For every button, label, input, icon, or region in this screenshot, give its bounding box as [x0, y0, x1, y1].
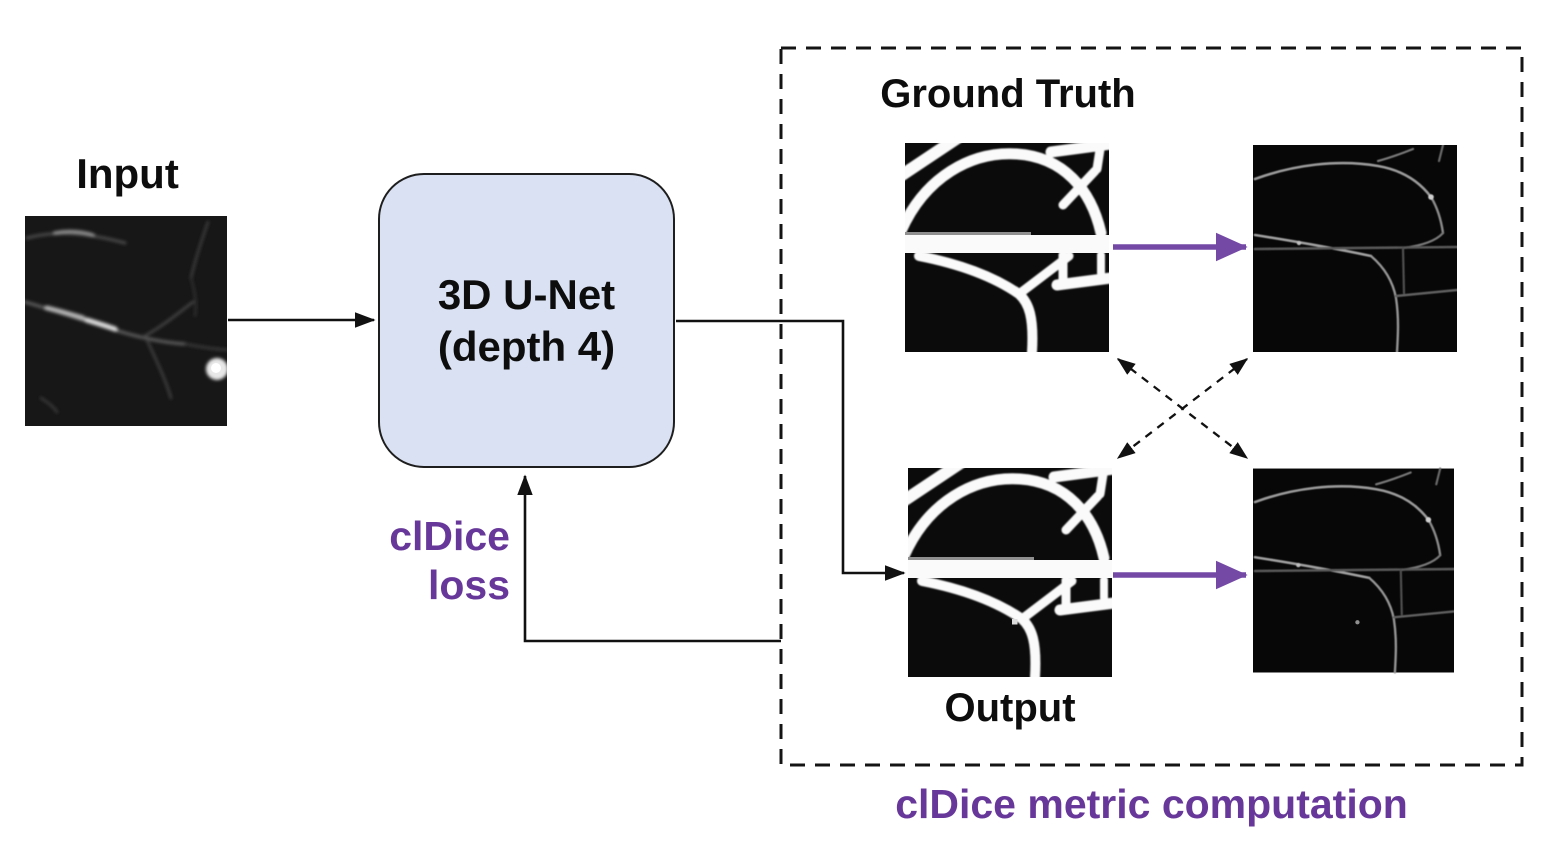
arrow-cross-output-to-gt — [1116, 358, 1249, 459]
input-label: Input — [76, 150, 179, 197]
ground-truth-skeleton-image — [1253, 145, 1457, 352]
unet-label-line2: (depth 4) — [437, 322, 616, 370]
arrow-cross-gt-to-output — [1116, 358, 1249, 459]
arrow-unet-to-output — [676, 319, 906, 581]
arrow-cldice-loss-feedback — [517, 474, 781, 643]
output-skeleton-image — [1253, 466, 1454, 677]
unet-label-line1: 3D U-Net — [437, 270, 616, 318]
cldice-loss-line1: clDice — [389, 513, 510, 559]
cldice-metric-caption: clDice metric computation — [895, 781, 1408, 827]
output-mask-image — [908, 468, 1112, 677]
unet-box: 3D U-Net (depth 4) — [378, 173, 675, 468]
cldice-loss-line2: loss — [427, 562, 510, 608]
ground-truth-label: Ground Truth — [880, 72, 1136, 116]
input-micrograph-image — [25, 216, 227, 426]
cldice-loss-label: clDice loss — [300, 512, 510, 610]
ground-truth-mask-image — [905, 143, 1109, 352]
output-label: Output — [944, 686, 1076, 730]
